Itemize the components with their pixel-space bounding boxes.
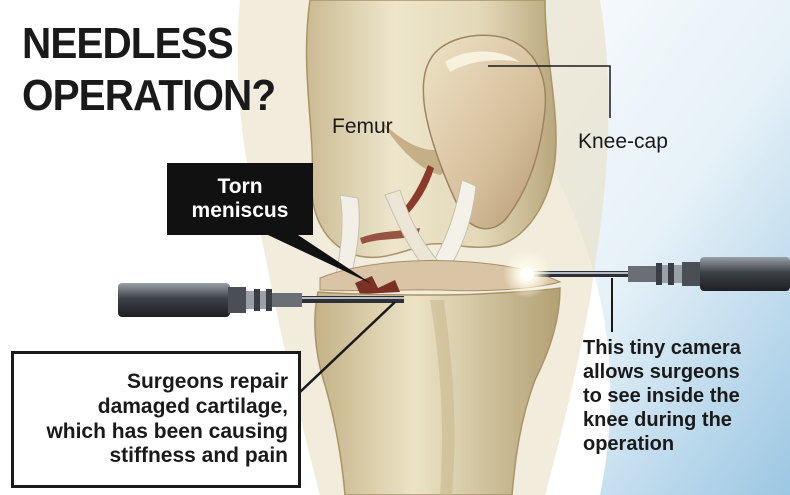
torn-meniscus-line-1: Torn (217, 175, 262, 199)
torn-meniscus-callout: Torn meniscus (167, 163, 313, 235)
headline-line-1: NEEDLESS (22, 22, 233, 66)
camera-callout-line-3: to see inside the (583, 384, 788, 408)
camera-callout-line-5: operation (583, 432, 788, 456)
repair-callout-line-4: stiffness and pain (109, 444, 288, 469)
camera-callout-line-2: allows surgeons (583, 360, 788, 384)
camera-callout-line-4: knee during the (583, 408, 788, 432)
repair-callout-line-2: damaged cartilage, (98, 395, 288, 420)
camera-callout: This tiny camera allows surgeons to see … (583, 336, 788, 456)
repair-callout: Surgeons repair damaged cartilage, which… (11, 351, 301, 488)
repair-callout-line-3: which has been causing (46, 420, 288, 445)
camera-light (520, 267, 534, 281)
torn-meniscus-line-2: meniscus (192, 199, 289, 223)
kneecap-label: Knee-cap (578, 131, 668, 152)
repair-callout-line-1: Surgeons repair (127, 370, 288, 395)
camera-callout-line-1: This tiny camera (583, 336, 788, 360)
femur-label: Femur (332, 116, 393, 137)
headline-line-2: OPERATION? (22, 74, 275, 118)
